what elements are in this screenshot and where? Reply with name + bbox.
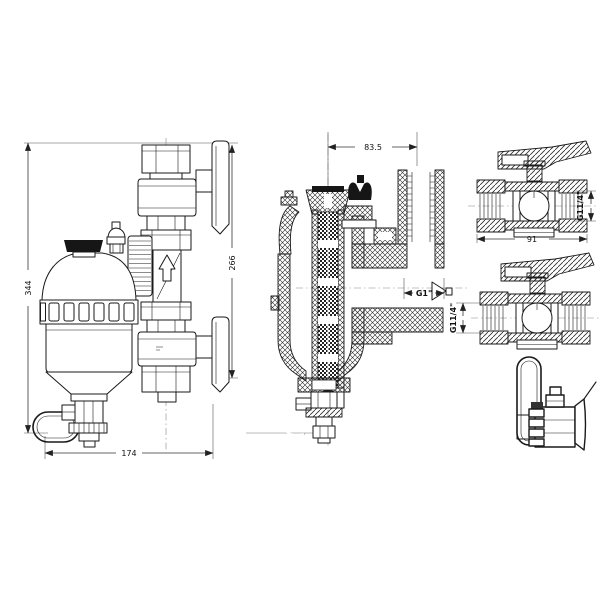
- magnet-tube-section: [305, 186, 351, 409]
- top-valve-handle: [195, 140, 230, 235]
- filter-canister: [32, 221, 139, 448]
- dim-label-266: 266: [228, 255, 237, 270]
- top-hex-nut: [141, 144, 191, 174]
- dim-label-g1: G1": [416, 289, 432, 298]
- canister-body: [45, 323, 133, 373]
- dimension-valve-length: 91: [476, 234, 588, 244]
- section-drain: [280, 377, 351, 444]
- dimension-valve-bottom-thread: G11/4": [449, 302, 484, 334]
- knurled-ring: [127, 235, 153, 297]
- bottom-valve-handle: [195, 316, 230, 393]
- drain-valve-nipple: [545, 386, 565, 408]
- bottom-hex-nut: [141, 365, 191, 393]
- canister-dome: [41, 252, 137, 301]
- drain-valve-view: [516, 356, 597, 451]
- dim-label-344: 344: [24, 280, 33, 295]
- bottom-ball-valve-body: [137, 331, 197, 367]
- butterfly-nut: [348, 182, 372, 200]
- dimension-valve-top-thread: G11/4": [574, 190, 596, 222]
- dim-label-83-5: 83.5: [364, 143, 382, 152]
- air-vent: [106, 221, 126, 254]
- valve-right-port: [558, 179, 588, 233]
- drain-valve-ribs: [528, 402, 545, 447]
- valve-lever-handle: [497, 140, 592, 170]
- outlet-port-section: [397, 169, 445, 245]
- dimension-overall-width: 174: [44, 449, 214, 458]
- ball-valve-section: [468, 140, 596, 238]
- ball-valve-section-bottom: [470, 252, 600, 350]
- drain-valve-outlet: [574, 381, 597, 451]
- top-ball-valve-body: [137, 178, 197, 217]
- canister-drain: [61, 400, 108, 448]
- dim-label-174: 174: [121, 449, 136, 458]
- flow-arrow-icon: [158, 254, 176, 282]
- magnet-cap: [64, 240, 103, 252]
- dimension-port-thread: G1": [403, 278, 445, 299]
- dim-label-91: 91: [527, 235, 537, 244]
- dim-label-g114-top: G11/4": [576, 191, 585, 221]
- outlet-tee-section: [341, 169, 453, 345]
- valve-left-port: [476, 179, 506, 233]
- dimension-total-height: 344: [24, 142, 33, 434]
- assembly-side-view: 344 266 174: [24, 138, 238, 459]
- valve-stem: [526, 164, 543, 182]
- canister-cone: [45, 371, 133, 395]
- vent-elbow-section: [278, 205, 300, 255]
- filter-section-view: 83.5: [246, 132, 468, 448]
- valve-column: [127, 138, 230, 450]
- union-nut-bottom: [140, 301, 192, 321]
- dim-label-g114-bottom: G11/4": [449, 303, 458, 333]
- canister-collar: [39, 299, 139, 325]
- dimension-center-to-port: 83.5: [327, 132, 418, 188]
- dimension-valve-column-height: 266: [228, 144, 237, 379]
